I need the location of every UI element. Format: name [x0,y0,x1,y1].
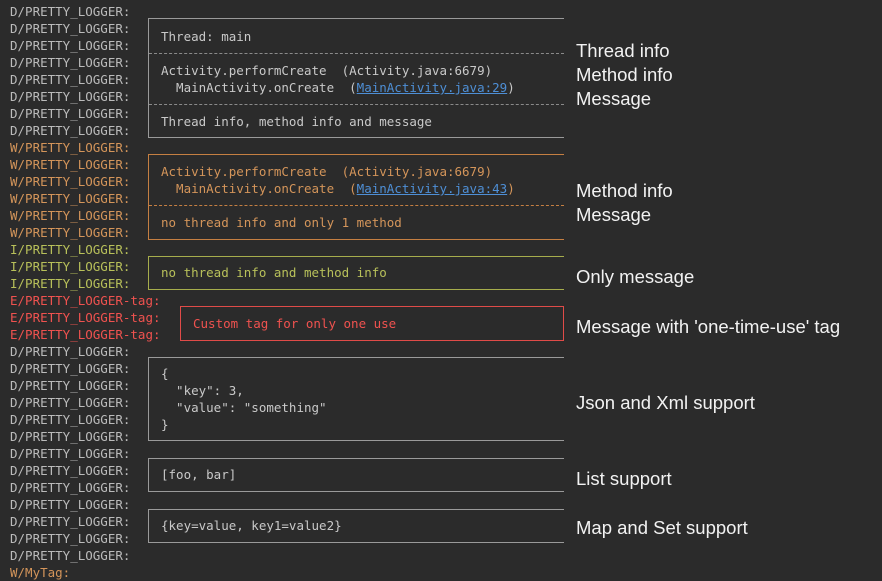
log-box-json: { "key": 3, "value": "something" } [148,357,564,441]
method-line: Activity.performCreate (Activity.java:66… [161,164,493,179]
annotation-thread-info: Thread info [576,40,670,61]
divider [149,53,564,54]
message-line: no thread info and only 1 method [161,215,402,230]
log-tag: D/PRETTY_LOGGER: [10,72,131,87]
log-tag: D/PRETTY_LOGGER: [10,395,131,410]
json-line: "key": 3, [161,383,244,398]
divider [149,205,564,206]
annotation-message: Message [576,88,652,109]
log-tag: D/PRETTY_LOGGER: [10,123,131,138]
log-tag: D/PRETTY_LOGGER: [10,21,131,36]
log-box-full-info: Thread: main Activity.performCreate (Act… [148,18,564,138]
log-box-method-message: Activity.performCreate (Activity.java:66… [148,154,564,240]
json-line: { [161,366,169,381]
log-tag: W/PRETTY_LOGGER: [10,174,131,189]
annotation-only-message: Only message [576,266,695,287]
log-box-list: [foo, bar] [148,458,564,492]
annotation-json-xml: Json and Xml support [576,392,755,413]
message-line: Custom tag for only one use [193,316,397,331]
annotation-one-time-tag: Message with 'one-time-use' tag [576,316,841,337]
json-line: } [161,417,169,432]
method-line: MainActivity.onCreate (MainActivity.java… [161,181,515,196]
log-tag: W/PRETTY_LOGGER: [10,191,131,206]
log-tag: W/PRETTY_LOGGER: [10,157,131,172]
message-line: Thread info, method info and message [161,114,432,129]
source-link[interactable]: MainActivity.java:43 [356,181,508,196]
annotation-method-info: Method info [576,64,673,85]
source-link[interactable]: MainActivity.java:29 [356,80,508,95]
log-tag: W/PRETTY_LOGGER: [10,225,131,240]
message-line: [foo, bar] [161,467,237,482]
divider [149,104,564,105]
log-tag: D/PRETTY_LOGGER: [10,480,131,495]
log-tag: D/PRETTY_LOGGER: [10,106,131,121]
log-tag: E/PRETTY_LOGGER-tag: [10,327,161,342]
annotation-map-set: Map and Set support [576,517,748,538]
log-tag: D/PRETTY_LOGGER: [10,412,131,427]
annotation-method-info: Method info [576,180,673,201]
log-tag: D/PRETTY_LOGGER: [10,361,131,376]
annotation-message: Message [576,204,652,225]
log-tag: W/PRETTY_LOGGER: [10,140,131,155]
log-tag: D/PRETTY_LOGGER: [10,463,131,478]
log-box-only-message: no thread info and method info [148,256,564,290]
log-tag: D/PRETTY_LOGGER: [10,548,131,563]
method-line: Activity.performCreate (Activity.java:66… [161,63,493,78]
log-tag: W/PRETTY_LOGGER: [10,208,131,223]
log-tag: D/PRETTY_LOGGER: [10,497,131,512]
log-box-custom-tag: Custom tag for only one use [180,306,564,341]
log-tag: D/PRETTY_LOGGER: [10,55,131,70]
log-tag: E/PRETTY_LOGGER-tag: [10,310,161,325]
log-tag: D/PRETTY_LOGGER: [10,38,131,53]
log-tag: I/PRETTY_LOGGER: [10,242,131,257]
method-line: MainActivity.onCreate (MainActivity.java… [161,80,515,95]
log-tag: D/PRETTY_LOGGER: [10,4,131,19]
log-tag: E/PRETTY_LOGGER-tag: [10,293,161,308]
message-line: no thread info and method info [161,265,387,280]
log-tag: I/PRETTY_LOGGER: [10,276,131,291]
log-tag: I/PRETTY_LOGGER: [10,259,131,274]
log-tag: D/PRETTY_LOGGER: [10,344,131,359]
thread-info-line: Thread: main [161,29,252,44]
log-tag: D/PRETTY_LOGGER: [10,531,131,546]
log-box-map: {key=value, key1=value2} [148,509,564,543]
log-tag: W/MyTag: [10,565,71,580]
annotation-list: List support [576,468,672,489]
log-tag: D/PRETTY_LOGGER: [10,514,131,529]
log-tag: D/PRETTY_LOGGER: [10,446,131,461]
json-line: "value": "something" [161,400,327,415]
log-tag: D/PRETTY_LOGGER: [10,429,131,444]
log-tag: D/PRETTY_LOGGER: [10,89,131,104]
message-line: {key=value, key1=value2} [161,518,342,533]
log-tag: D/PRETTY_LOGGER: [10,378,131,393]
